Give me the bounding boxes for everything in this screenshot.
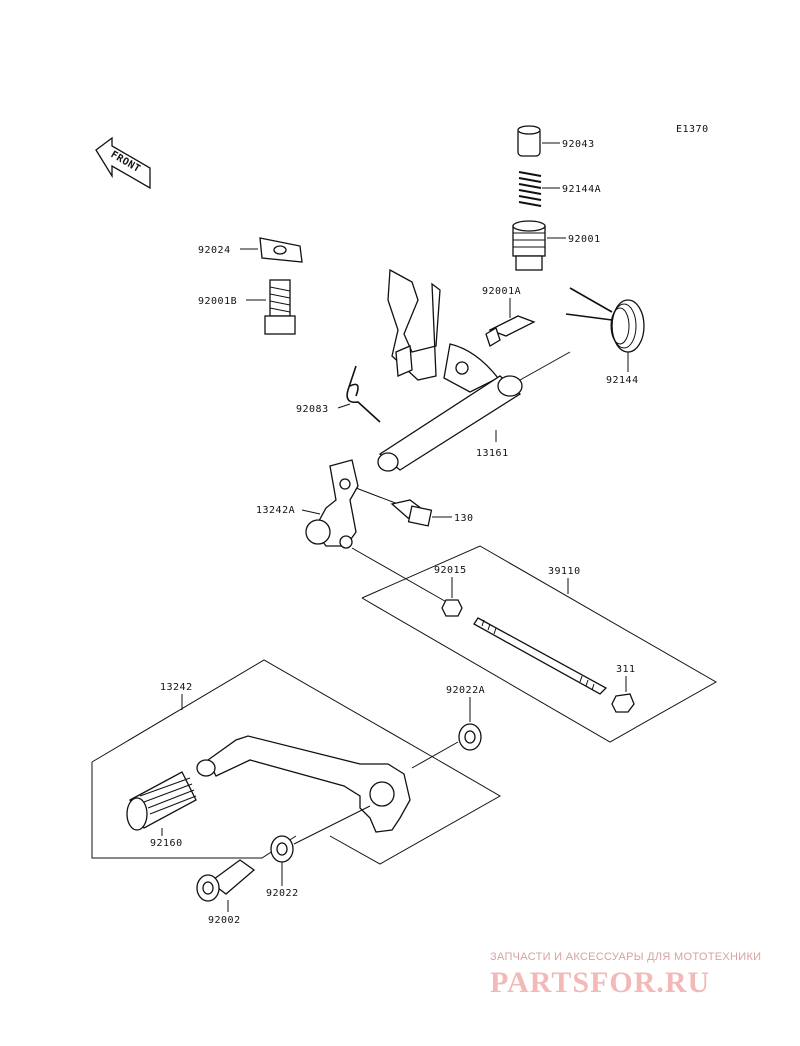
part-92001A-stud — [485, 315, 536, 347]
watermark-logo: PARTSFOR.RU — [490, 966, 711, 999]
watermark-tagline: ЗАПЧАСТИ И АКСЕССУАРЫ ДЛЯ МОТОТЕХНИКИ — [490, 951, 762, 963]
label-92144A: 92144A — [562, 184, 601, 195]
part-shift-pedal — [196, 735, 411, 833]
label-13242: 13242 — [160, 682, 193, 693]
assembly-39110-outline — [361, 545, 718, 743]
part-92144-spring — [565, 287, 645, 353]
part-13161-shift-shaft — [377, 268, 571, 472]
part-92022A-washer — [458, 723, 482, 751]
part-130-bolt — [390, 499, 433, 527]
part-92001B-bolt — [264, 279, 296, 335]
label-92022: 92022 — [266, 888, 299, 899]
part-311-nut — [611, 693, 635, 713]
label-130: 130 — [454, 513, 474, 524]
label-311: 311 — [616, 664, 636, 675]
part-92015-nut — [441, 599, 463, 617]
part-92002-pivot-bolt — [196, 859, 256, 902]
label-92022A: 92022A — [446, 685, 485, 696]
part-13242A-arm — [305, 459, 359, 549]
label-92001A: 92001A — [482, 286, 521, 297]
label-92001B: 92001B — [198, 296, 237, 307]
label-92001: 92001 — [568, 234, 601, 245]
label-92043: 92043 — [562, 139, 595, 150]
part-92024-plate — [259, 237, 303, 263]
front-arrow-icon: FRONT — [95, 136, 151, 190]
label-92160: 92160 — [150, 838, 183, 849]
label-92024: 92024 — [198, 245, 231, 256]
label-92002: 92002 — [208, 915, 241, 926]
part-92043-cap — [517, 125, 541, 157]
part-92144A-spring — [518, 171, 542, 207]
part-92022-washer — [270, 835, 294, 863]
label-92083: 92083 — [296, 404, 329, 415]
label-13161: 13161 — [476, 448, 509, 459]
part-92083-spring-clip — [346, 365, 381, 423]
label-92015: 92015 — [434, 565, 467, 576]
part-92160-rubber — [126, 771, 197, 831]
label-92144: 92144 — [606, 375, 639, 386]
label-39110: 39110 — [548, 566, 581, 577]
part-92001-plug — [512, 220, 546, 271]
part-tie-rod — [473, 617, 608, 695]
label-13242A: 13242A — [256, 505, 295, 516]
diagram-code: E1370 — [676, 124, 709, 135]
